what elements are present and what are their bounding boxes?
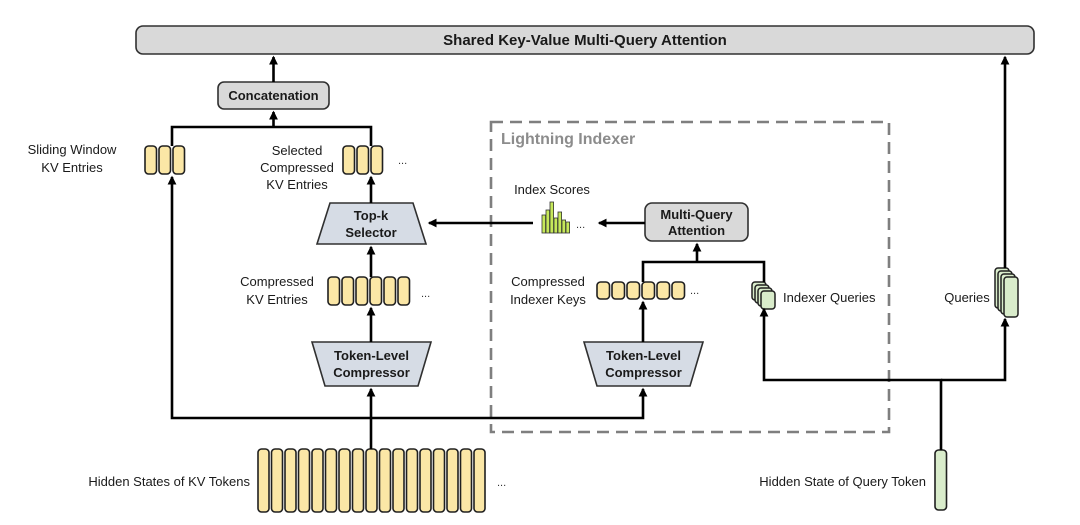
- token-cell: [341, 276, 355, 306]
- selected-compressed-label-2: Compressed: [260, 160, 334, 175]
- score-bar: [545, 209, 550, 234]
- ellipsis-compressed-kv: ...: [421, 288, 430, 300]
- token-cell: [397, 276, 411, 306]
- score-bar: [549, 201, 554, 234]
- mqa-label-2: Attention: [668, 223, 725, 238]
- sliding-window-label-2: KV Entries: [41, 160, 103, 175]
- token-cell: [459, 448, 473, 513]
- query-card: [1003, 276, 1019, 318]
- top-k-selector-block: [315, 202, 428, 245]
- lightning-indexer-title: Lightning Indexer: [501, 131, 635, 148]
- score-bar: [565, 221, 570, 234]
- index-scores-label: Index Scores: [514, 182, 590, 197]
- edge-merge-bar: [170, 125, 373, 146]
- top-k-selector-label-1: Top-k: [354, 208, 389, 223]
- selected-compressed-label-1: Selected: [272, 143, 323, 158]
- token-level-compressor-left: [310, 341, 433, 387]
- token-cell: [378, 448, 392, 513]
- sliding-window-label-1: Sliding Window: [28, 142, 117, 157]
- token-cell: [473, 448, 486, 513]
- edge-kv-branch-sliding: [167, 175, 371, 420]
- token-cell: [419, 448, 432, 513]
- sliding-window-kv-strip: [144, 145, 186, 175]
- bar-chart-icon: [541, 201, 570, 234]
- compressor-left-label-1: Token-Level: [334, 348, 409, 363]
- token-cell: [324, 448, 338, 513]
- selected-compressed-label-3: KV Entries: [266, 177, 328, 192]
- lightning-indexer-region: [489, 120, 891, 434]
- token-cell: [356, 145, 370, 175]
- score-bar: [561, 219, 566, 234]
- token-cell: [284, 448, 297, 513]
- edge-query-to-indexer-queries: [759, 307, 943, 450]
- token-cell: [369, 276, 383, 306]
- hidden-query-label: Hidden State of Query Token: [759, 474, 926, 489]
- shared-kv-mqa-block: [135, 25, 1035, 55]
- score-bar: [541, 214, 546, 234]
- token-cell: [671, 281, 686, 300]
- hidden-query-token: [934, 449, 948, 511]
- indexer-queries-stack: [751, 281, 776, 310]
- token-cell: [405, 448, 419, 513]
- token-cell: [338, 448, 351, 513]
- token-level-compressor-right: [582, 341, 705, 387]
- token-cell: [656, 281, 671, 300]
- token-cell: [311, 448, 324, 513]
- shared-kv-mqa-label: Shared Key-Value Multi-Query Attention: [443, 32, 727, 49]
- indexer-queries-label: Indexer Queries: [783, 290, 876, 305]
- token-cell: [432, 448, 446, 513]
- ellipsis-selected: ...: [398, 155, 407, 167]
- queries-stack: [994, 267, 1019, 318]
- token-cell: [351, 448, 365, 513]
- compressed-indexer-keys-strip: [596, 281, 686, 300]
- token-cell: [327, 276, 341, 306]
- top-k-selector-label-2: Selector: [345, 225, 396, 240]
- ellipsis-hidden-kv: ...: [497, 477, 506, 489]
- edge-kv-branch-right: [371, 387, 648, 420]
- token-cell: [365, 448, 378, 513]
- ellipsis-indexer-keys: ...: [690, 285, 699, 297]
- queries-label: Queries: [944, 290, 990, 305]
- mqa-label-1: Multi-Query: [660, 207, 733, 222]
- compressed-indexer-keys-label-1: Compressed: [511, 274, 585, 289]
- token-cell: [641, 281, 656, 300]
- token-cell: [257, 448, 270, 513]
- token-cell: [446, 448, 459, 513]
- ellipsis-scores: ...: [576, 219, 585, 231]
- token-cell: [342, 145, 356, 175]
- compressed-kv-strip: [327, 276, 411, 306]
- token-cell: [355, 276, 369, 306]
- edge-keys-to-mqa: [641, 260, 766, 282]
- token-cell: [270, 448, 284, 513]
- edge-query-to-queries: [941, 317, 1010, 382]
- compressed-kv-label-1: Compressed: [240, 274, 314, 289]
- token-cell: [172, 145, 186, 175]
- token-cell: [596, 281, 611, 300]
- compressor-left-label-2: Compressor: [333, 365, 410, 380]
- compressor-right-label-2: Compressor: [605, 365, 682, 380]
- token-cell: [297, 448, 311, 513]
- query-card: [760, 290, 776, 310]
- token-cell: [626, 281, 641, 300]
- token-cell: [144, 145, 158, 175]
- token-cell: [370, 145, 384, 175]
- token-cell: [934, 449, 948, 511]
- token-cell: [611, 281, 626, 300]
- token-cell: [158, 145, 172, 175]
- token-cell: [392, 448, 405, 513]
- compressed-indexer-keys-label-2: Indexer Keys: [510, 292, 586, 307]
- score-bar: [553, 217, 558, 234]
- token-cell: [383, 276, 397, 306]
- concatenation-label: Concatenation: [228, 88, 318, 103]
- hidden-kv-label: Hidden States of KV Tokens: [88, 474, 250, 489]
- compressor-right-label-1: Token-Level: [606, 348, 681, 363]
- hidden-kv-tokens-strip: [257, 448, 486, 513]
- score-bar: [557, 211, 562, 234]
- compressed-kv-label-2: KV Entries: [246, 292, 308, 307]
- selected-compressed-kv-strip: [342, 145, 384, 175]
